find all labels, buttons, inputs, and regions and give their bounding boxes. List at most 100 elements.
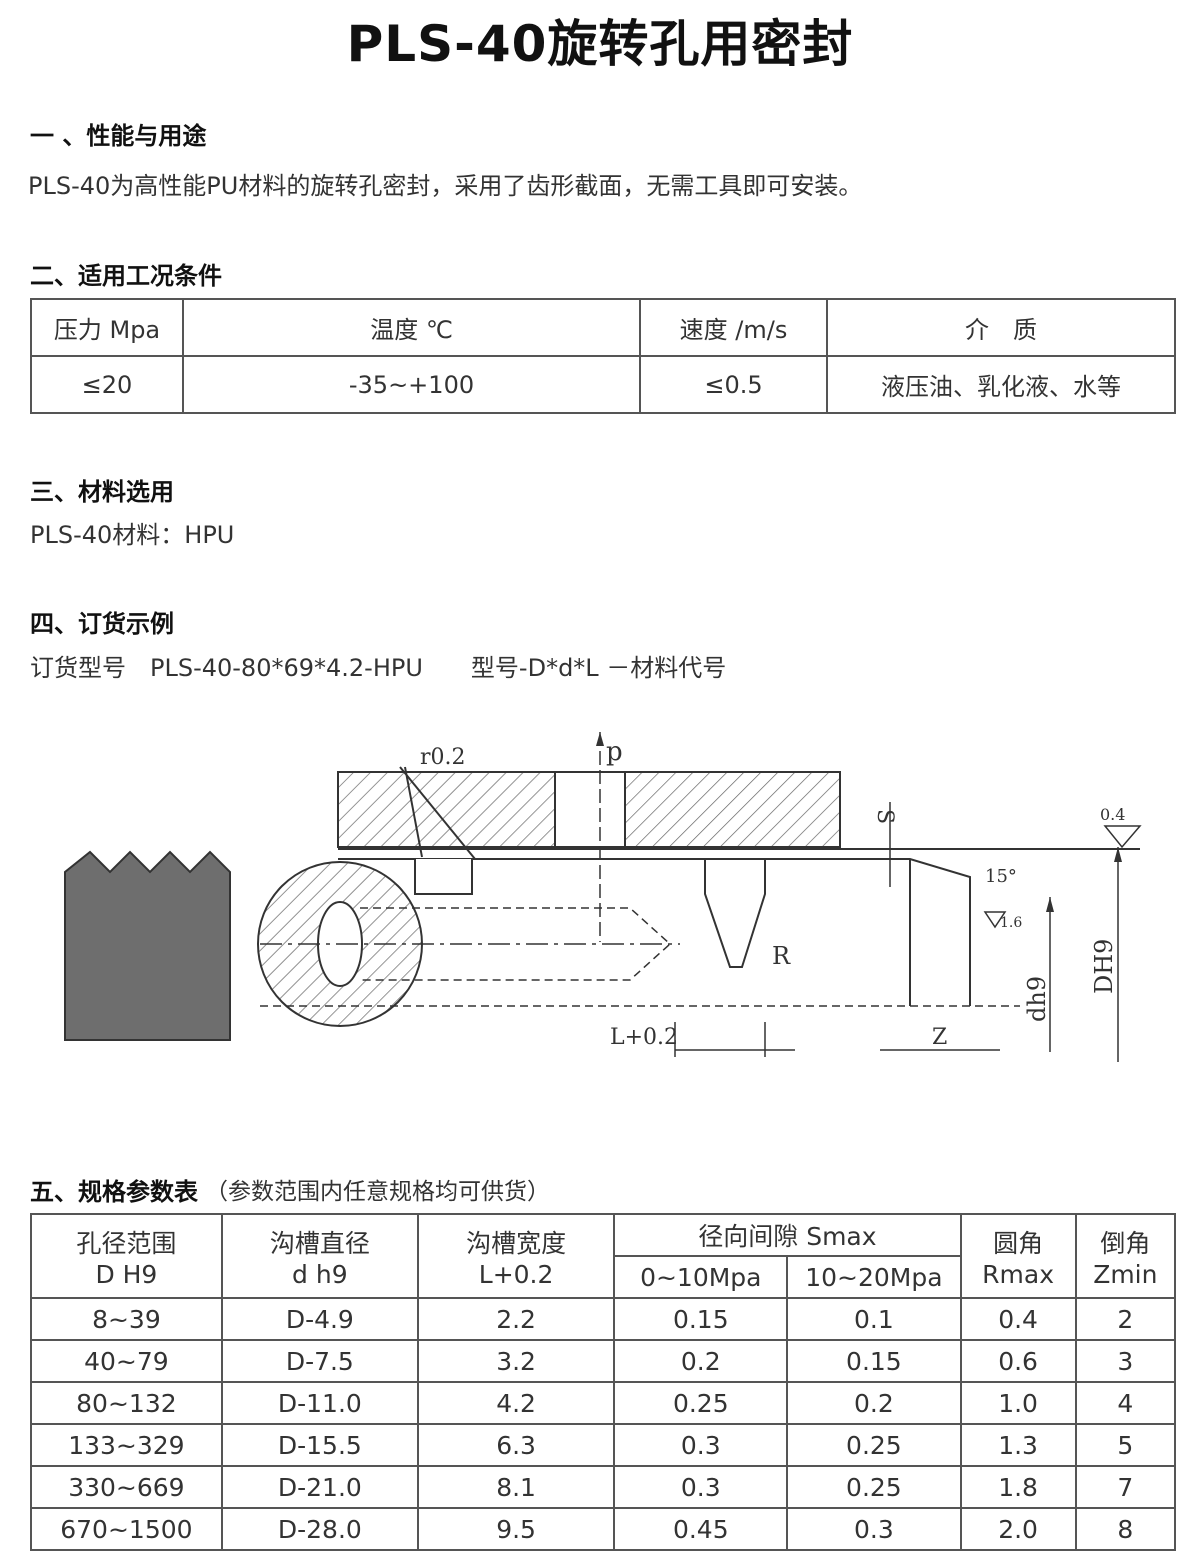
header-groove-w: 沟槽宽度 L+0.2 — [416, 1213, 616, 1299]
cell-smax-p1: 0.15 — [613, 1297, 789, 1341]
cell-smax-p2: 0.25 — [786, 1465, 962, 1509]
cell-bore: 80~132 — [30, 1381, 223, 1425]
section-2-heading: 二、适用工况条件 — [30, 262, 222, 290]
header-groove-d: 沟槽直径 d h9 — [220, 1213, 419, 1299]
header-bore: 孔径范围 D H9 — [30, 1213, 223, 1299]
cell-groove-d: D-4.9 — [220, 1297, 419, 1341]
section-3-heading: 三、材料选用 — [30, 478, 174, 506]
section-5-note: （参数范围内任意规格均可供货） — [205, 1179, 550, 1205]
cell-smax-p2: 0.2 — [786, 1381, 962, 1425]
cell-smax-p2: 0.15 — [786, 1339, 962, 1383]
header-r-line2: Rmax — [982, 1259, 1055, 1289]
conditions-value-row: ≤20 -35~+100 ≤0.5 液压油、乳化液、水等 — [30, 355, 1176, 414]
header-pressure: 压力 Mpa — [30, 298, 184, 357]
header-temperature: 温度 ℃ — [182, 298, 641, 357]
cell-rmax: 1.3 — [959, 1423, 1077, 1467]
cell-smax-p2: 0.1 — [786, 1297, 962, 1341]
header-r-line1: 圆角 — [993, 1228, 1044, 1258]
label-dh9: dh9 — [1023, 976, 1051, 1022]
cell-groove-w: 9.5 — [416, 1507, 616, 1551]
label-Z: Z — [932, 1025, 947, 1050]
section-4-heading: 四、订货示例 — [30, 610, 174, 638]
conditions-header-row: 压力 Mpa 温度 ℃ 速度 /m/s 介 质 — [30, 298, 1176, 357]
value-medium: 液压油、乳化液、水等 — [826, 355, 1176, 414]
header-p2: 10~20Mpa — [786, 1255, 962, 1299]
cell-bore: 670~1500 — [30, 1507, 223, 1551]
cell-smax-p1: 0.25 — [613, 1381, 789, 1425]
label-ra-1-6: 1.6 — [1000, 915, 1022, 931]
cell-groove-w: 4.2 — [416, 1381, 616, 1425]
cell-zmin: 8 — [1074, 1507, 1177, 1551]
header-groove-d-line2: d h9 — [292, 1259, 348, 1289]
cell-smax-p1: 0.45 — [613, 1507, 789, 1551]
label-angle-15: 15° — [985, 866, 1017, 887]
section-4-text: 订货型号 PLS-40-80*69*4.2-HPU 型号-D*d*L －材料代号 — [30, 654, 727, 682]
cell-groove-w: 8.1 — [416, 1465, 616, 1509]
header-groove-w-line1: 沟槽宽度 — [466, 1228, 567, 1258]
label-S: S — [872, 809, 897, 824]
cell-groove-d: D-28.0 — [220, 1507, 419, 1551]
conditions-table: 压力 Mpa 温度 ℃ 速度 /m/s 介 质 ≤20 -35~+100 ≤0.… — [30, 298, 1176, 414]
header-groove-d-line1: 沟槽直径 — [269, 1228, 370, 1258]
header-z-line2: Zmin — [1093, 1259, 1158, 1289]
spec-header-row-1: 孔径范围 D H9 沟槽直径 d h9 沟槽宽度 L+0.2 径向间隙 Smax… — [30, 1213, 1177, 1299]
header-bore-line2: D H9 — [95, 1259, 158, 1289]
cell-bore: 330~669 — [30, 1465, 223, 1509]
cell-zmin: 4 — [1074, 1381, 1177, 1425]
cell-smax-p1: 0.3 — [613, 1465, 789, 1509]
cell-zmin: 2 — [1074, 1297, 1177, 1341]
cell-smax-p1: 0.2 — [613, 1339, 789, 1383]
cell-bore: 40~79 — [30, 1339, 223, 1383]
header-r: 圆角 Rmax — [959, 1213, 1077, 1299]
cell-groove-w: 2.2 — [416, 1297, 616, 1341]
cell-groove-w: 6.3 — [416, 1423, 616, 1467]
section-1-heading: 一 、性能与用途 — [30, 122, 207, 150]
spec-header-row-2: 0~10Mpa 10~20Mpa — [31, 1255, 1175, 1299]
header-z: 倒角 Zmin — [1074, 1213, 1177, 1299]
cell-smax-p1: 0.3 — [613, 1423, 789, 1467]
cell-zmin: 7 — [1074, 1465, 1177, 1509]
header-p1: 0~10Mpa — [613, 1255, 789, 1299]
cell-groove-w: 3.2 — [416, 1339, 616, 1383]
cell-zmin: 5 — [1074, 1423, 1177, 1467]
header-bore-line1: 孔径范围 — [76, 1228, 177, 1258]
seal-drawing: p r0.2 R S 15° 1.6 dh9 DH9 0.4 L+0.2 Z — [64, 732, 1142, 1062]
value-temperature: -35~+100 — [182, 355, 641, 414]
label-R: R — [772, 942, 791, 970]
cell-zmin: 3 — [1074, 1339, 1177, 1383]
spec-table: 孔径范围 D H9 沟槽直径 d h9 沟槽宽度 L+0.2 径向间隙 Smax… — [30, 1213, 1177, 1551]
header-speed: 速度 /m/s — [639, 298, 828, 357]
cell-rmax: 1.8 — [959, 1465, 1077, 1509]
header-medium: 介 质 — [826, 298, 1176, 357]
page-title: PLS-40旋转孔用密封 — [346, 15, 854, 73]
cell-rmax: 2.0 — [959, 1507, 1077, 1551]
header-groove-w-line2: L+0.2 — [478, 1259, 554, 1289]
value-speed: ≤0.5 — [639, 355, 828, 414]
label-ra-0-4: 0.4 — [1100, 805, 1125, 824]
cell-rmax: 0.6 — [959, 1339, 1077, 1383]
cell-groove-d: D-11.0 — [220, 1381, 419, 1425]
cell-smax-p2: 0.25 — [786, 1423, 962, 1467]
label-L02: L+0.2 — [610, 1025, 678, 1050]
header-smax: 径向间隙 Smax — [613, 1213, 962, 1257]
cell-bore: 8~39 — [30, 1297, 223, 1341]
header-z-line1: 倒角 — [1100, 1228, 1151, 1258]
label-p: p — [606, 737, 623, 767]
value-pressure: ≤20 — [30, 355, 184, 414]
label-DH9: DH9 — [1090, 939, 1118, 994]
cell-smax-p2: 0.3 — [786, 1507, 962, 1551]
seal-profile-shape — [64, 850, 231, 1041]
cell-groove-d: D-21.0 — [220, 1465, 419, 1509]
section-3-text: PLS-40材料：HPU — [30, 521, 235, 549]
cell-rmax: 1.0 — [959, 1381, 1077, 1425]
section-5-heading: 五、规格参数表 — [30, 1178, 198, 1206]
cell-bore: 133~329 — [30, 1423, 223, 1467]
cell-rmax: 0.4 — [959, 1297, 1077, 1341]
